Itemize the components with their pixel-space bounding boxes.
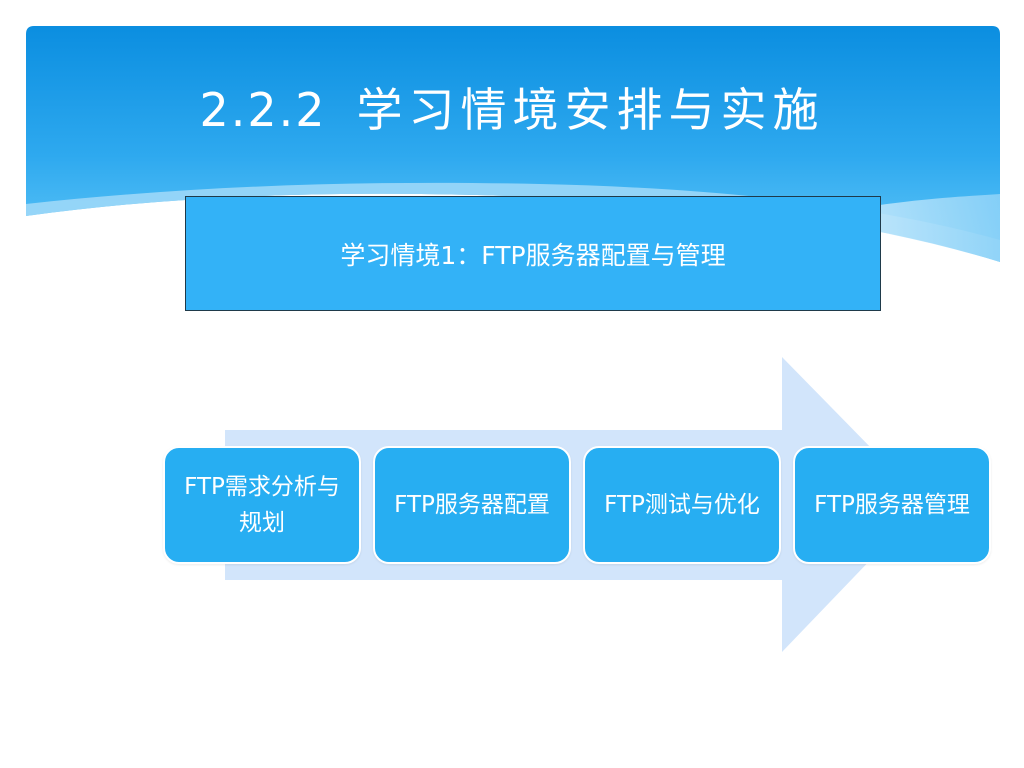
title-text: 学习情境安排与实施 [356, 83, 825, 137]
step-label-1: FTP需求分析与规划 [184, 474, 340, 536]
step-label-3: FTP测试与优化 [604, 492, 760, 518]
step-box-2: FTP服务器配置 [373, 446, 571, 564]
step-box-3: FTP测试与优化 [583, 446, 781, 564]
learning-context-box: 学习情境1：FTP服务器配置与管理 [185, 196, 881, 311]
learning-context-label: 学习情境1：FTP服务器配置与管理 [340, 240, 726, 270]
step-box-1: FTP需求分析与规划 [163, 446, 361, 564]
step-label-4: FTP服务器管理 [814, 492, 970, 518]
header-wave-right [880, 194, 1000, 262]
title-number: 2.2.2 [199, 83, 327, 137]
step-label-2: FTP服务器配置 [394, 492, 550, 518]
slide-title: 2.2.2 学习情境安排与实施 [0, 78, 1024, 142]
process-arrow-shape [225, 357, 925, 652]
step-box-4: FTP服务器管理 [793, 446, 991, 564]
